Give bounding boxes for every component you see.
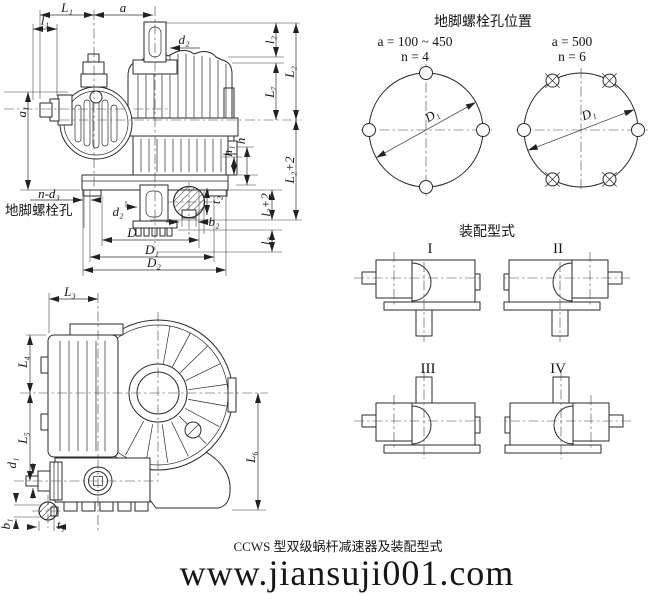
dim-label-t1: t₁ bbox=[57, 517, 65, 532]
front-view-structure bbox=[25, 319, 237, 521]
dim-label-L2: L₂ bbox=[282, 66, 297, 79]
dim-label-L7: L₇ bbox=[262, 86, 277, 99]
bolt-n6-dia-label: D₁ bbox=[578, 104, 597, 123]
dim-label-b2: b₂ bbox=[208, 214, 220, 229]
assembly-type-1-diagram bbox=[353, 251, 485, 343]
side-view: L₁ a l₁ a₁ d₂ l₂ L₇ L₂ L₂+2 h₁ h l₂+2 l₃… bbox=[4, 0, 302, 276]
dim-label-a1: a₁ bbox=[14, 106, 29, 117]
bolt-n4-range: a = 100 ~ 450 bbox=[378, 34, 453, 49]
assembly-type-3-diagram bbox=[353, 370, 485, 460]
front-view: L₃ L₄ L₅ L₆ d₁ b₁ t₁ bbox=[0, 284, 268, 532]
side-view-dimensions bbox=[4, 10, 302, 276]
dim-label-L1: L₁ bbox=[60, 0, 73, 15]
dim-label-n-d3: n-d₃ bbox=[38, 186, 60, 201]
dim-label-L4: L₄ bbox=[15, 356, 30, 369]
assembly-type-4-diagram bbox=[500, 370, 632, 460]
dim-label-L2p2: L₂+2 bbox=[282, 156, 297, 185]
side-view-centerlines bbox=[4, 6, 302, 250]
dim-label-h1: h₁ bbox=[220, 145, 235, 156]
dim-label-L6: L₆ bbox=[243, 451, 258, 464]
assembly-title: 装配型式 bbox=[459, 224, 515, 240]
dim-label-L3: L₃ bbox=[63, 284, 76, 299]
front-view-dimensions bbox=[13, 293, 266, 531]
dim-label-d1: d₁ bbox=[4, 457, 19, 468]
dim-label-D: D bbox=[126, 225, 137, 240]
assembly-type-1-label: I bbox=[428, 241, 433, 257]
dim-label-b1: b₁ bbox=[0, 518, 13, 529]
dim-label-l1: l₁ bbox=[41, 13, 49, 28]
dim-label-d2-top: d₂ bbox=[178, 32, 190, 47]
front-view-centerlines bbox=[14, 293, 268, 532]
dim-label-l2p2: l₂+2 bbox=[258, 193, 273, 217]
bolt-layout-title: 地脚螺栓孔位置 bbox=[434, 14, 532, 30]
dim-label-L5: L₅ bbox=[15, 432, 30, 445]
assembly-types: 装配型式 I II III IV bbox=[353, 224, 632, 460]
watermark-url: www.jiansuji001.com bbox=[180, 553, 515, 593]
assembly-type-2-diagram bbox=[499, 251, 631, 343]
front-view-labels: L₃ L₄ L₅ L₆ d₁ b₁ t₁ bbox=[0, 284, 258, 532]
assembly-type-3-label: III bbox=[421, 361, 436, 377]
bolt-n6-range: a = 500 bbox=[552, 34, 593, 49]
dim-label-h: h bbox=[233, 138, 248, 145]
dim-label-l2: l₂ bbox=[262, 35, 277, 44]
dim-label-d2-bottom: d₂ bbox=[112, 204, 124, 219]
bolt-circle-n6: a = 500 n = 6 D₁ bbox=[516, 34, 648, 192]
bolt-circle-n4: a = 100 ~ 450 n = 4 D₁ bbox=[361, 34, 492, 196]
assembly-type-4-label: IV bbox=[550, 361, 566, 377]
side-view-labels: L₁ a l₁ a₁ d₂ l₂ L₇ L₂ L₂+2 h₁ h l₂+2 l₃… bbox=[5, 0, 297, 270]
bolt-n6-count: n = 6 bbox=[558, 49, 586, 64]
bolt-hole-layout: 地脚螺栓孔位置 a = 100 ~ 450 n = 4 D₁ a = 500 n… bbox=[361, 14, 648, 196]
dim-label-t2: t₂ bbox=[208, 195, 223, 204]
dim-label-D2: D₂ bbox=[146, 255, 161, 270]
figure-caption: CCWS 型双级蜗杆减速器及装配型式 bbox=[233, 539, 442, 554]
bolt-n4-count: n = 4 bbox=[401, 49, 429, 64]
bolt-n4-dia-label: D₁ bbox=[421, 105, 441, 125]
dim-label-D1: D₁ bbox=[144, 242, 159, 257]
anchor-bolt-hole-label: 地脚螺栓孔 bbox=[5, 203, 73, 218]
assembly-type-2-label: II bbox=[553, 241, 563, 257]
dim-label-l3: l₃ bbox=[258, 237, 273, 245]
dim-label-a: a bbox=[120, 0, 127, 15]
